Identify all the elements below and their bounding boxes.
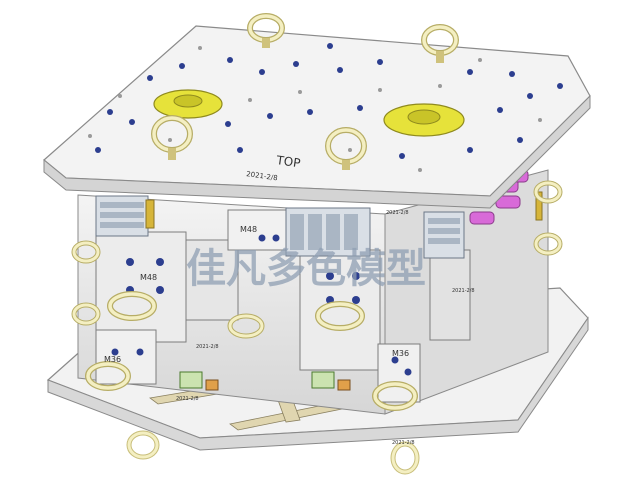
manifold-left <box>95 195 149 237</box>
label-m36-left: M36 <box>104 355 121 364</box>
mold-stack <box>77 169 549 415</box>
plate-holes-small <box>88 46 542 172</box>
terminal-block-right <box>311 371 335 389</box>
terminal-block-left <box>179 371 203 389</box>
eyebolt-top-left <box>151 115 193 160</box>
block-holes <box>111 234 412 376</box>
top-plate: TOP 2021-2/8 <box>43 25 591 209</box>
bottom-eyebolt-right <box>390 441 420 475</box>
stamp-d: 2021-2/8 <box>452 288 475 294</box>
locating-ring-right <box>383 103 465 137</box>
stamp-a: 2021-2/8 <box>196 344 219 350</box>
locating-ring-left <box>153 89 223 119</box>
manifold-center <box>285 207 371 257</box>
label-m48-upper: M48 <box>240 225 257 234</box>
eyebolt-front-right <box>372 381 418 411</box>
watermark-text: 佳凡多色模型 <box>186 246 426 292</box>
eyebolt-top-right <box>421 24 459 63</box>
top-plate-label-top: TOP <box>275 153 302 170</box>
eyebolt-right-side <box>71 180 563 326</box>
stamp-b: 2021-2/8 <box>176 396 199 402</box>
label-m48-left: M48 <box>140 273 157 282</box>
manifold-right <box>423 211 465 259</box>
eyebolt-side-left <box>107 291 157 321</box>
stamp-c: 2021-2/8 <box>386 210 409 216</box>
eyebolt-top-back <box>247 13 285 48</box>
side-bracket-right <box>535 191 543 221</box>
eyebolt-side-left-2 <box>227 313 265 339</box>
eyebolt-front-left <box>85 361 131 391</box>
label-m36-right: M36 <box>392 349 409 358</box>
bottom-eyebolt-left <box>126 430 160 460</box>
plate-holes <box>95 43 563 159</box>
side-bracket <box>145 199 155 229</box>
stamp-e: 2021-2/8 <box>392 440 415 446</box>
eyebolt-side-center <box>315 301 365 331</box>
eyebolt-top-front <box>325 127 367 170</box>
